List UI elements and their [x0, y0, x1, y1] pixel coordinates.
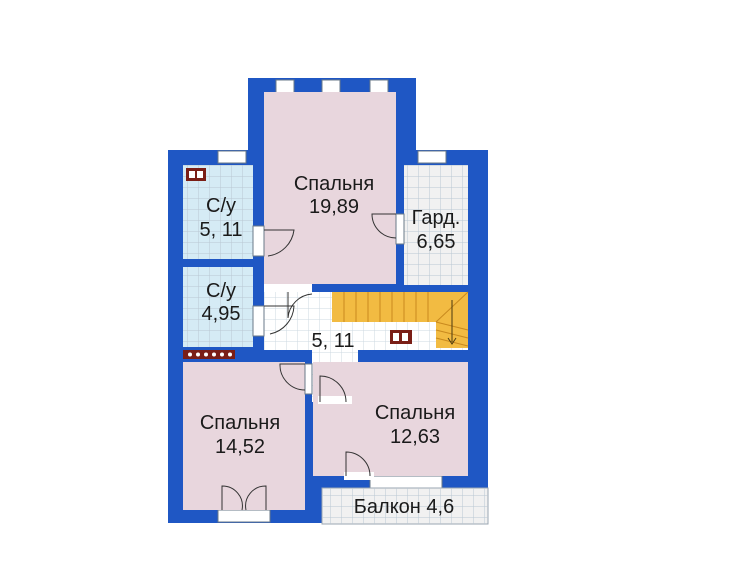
bathroom-bottom-grid	[183, 267, 253, 347]
bedroom-left-room	[183, 362, 305, 510]
bathroom-top-name: С/у	[206, 195, 236, 217]
windows	[217, 79, 447, 523]
bedroom-main-name: Спальня	[294, 173, 374, 195]
heater-icon	[186, 168, 206, 181]
wardrobe-area: 6,65	[417, 231, 456, 253]
balcony-label: Балкон 4,6	[354, 496, 454, 518]
wardrobe-name: Гард.	[412, 207, 461, 229]
bathroom-bottom-name: С/у	[206, 280, 236, 302]
hall-heater-icon	[390, 330, 412, 344]
hall-area: 5, 11	[312, 330, 355, 352]
bedroom-right-name: Спальня	[375, 402, 455, 424]
bedroom-main-area: 19,89	[309, 196, 359, 218]
bedroom-left-area: 14,52	[215, 436, 265, 458]
bathroom-top-area: 5, 11	[200, 219, 243, 241]
bedroom-right-lower	[313, 402, 468, 476]
bedroom-left-name: Спальня	[200, 412, 280, 434]
radiator-icon	[183, 350, 235, 359]
staircase	[332, 291, 469, 348]
bedroom-main-room	[264, 92, 396, 284]
door-swings	[221, 213, 397, 511]
bedroom-right-area: 12,63	[390, 426, 440, 448]
bathroom-bottom-area: 4,95	[202, 303, 241, 325]
doors	[252, 213, 405, 480]
wardrobe-grid	[404, 165, 468, 285]
balcony-grid	[322, 488, 488, 524]
